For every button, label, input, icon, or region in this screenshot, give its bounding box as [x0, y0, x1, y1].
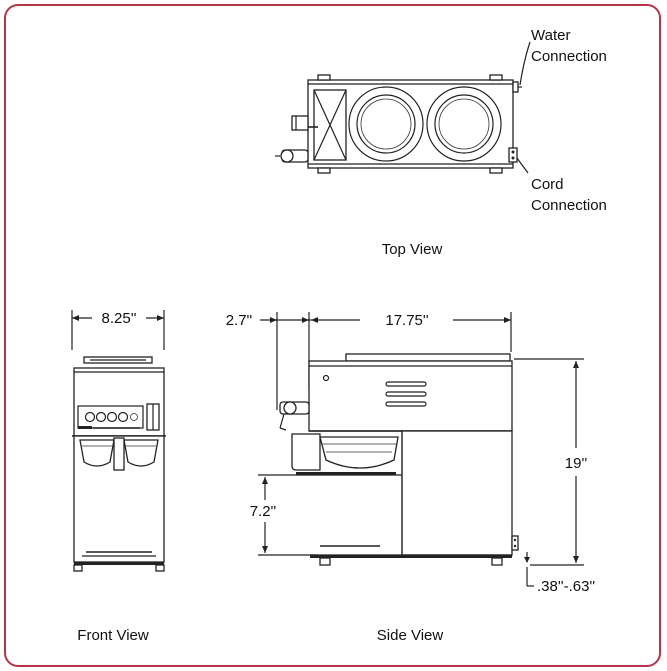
- top-view-drawing: [275, 41, 531, 174]
- side-depth-dimension: 17.75'': [385, 312, 428, 329]
- cord-connection-label: Cord: [531, 176, 564, 193]
- faucet-offset-dimension: 2.7'': [226, 312, 253, 329]
- side-view-caption: Side View: [377, 627, 444, 644]
- clearance-dimension: 7.2'': [250, 503, 277, 520]
- top-view-caption: Top View: [382, 241, 443, 258]
- front-view-drawing: [71, 310, 166, 572]
- water-connection-label: Water: [531, 27, 570, 44]
- cord-connection-label-2: Connection: [531, 197, 607, 214]
- side-view-drawing: [258, 312, 584, 587]
- water-connection-label-2: Connection: [531, 48, 607, 65]
- leg-adjust-dimension: .38''-.63'': [537, 578, 595, 595]
- front-width-dimension: 8.25'': [102, 310, 137, 327]
- height-dimension: 19'': [565, 455, 588, 472]
- front-view-caption: Front View: [77, 627, 149, 644]
